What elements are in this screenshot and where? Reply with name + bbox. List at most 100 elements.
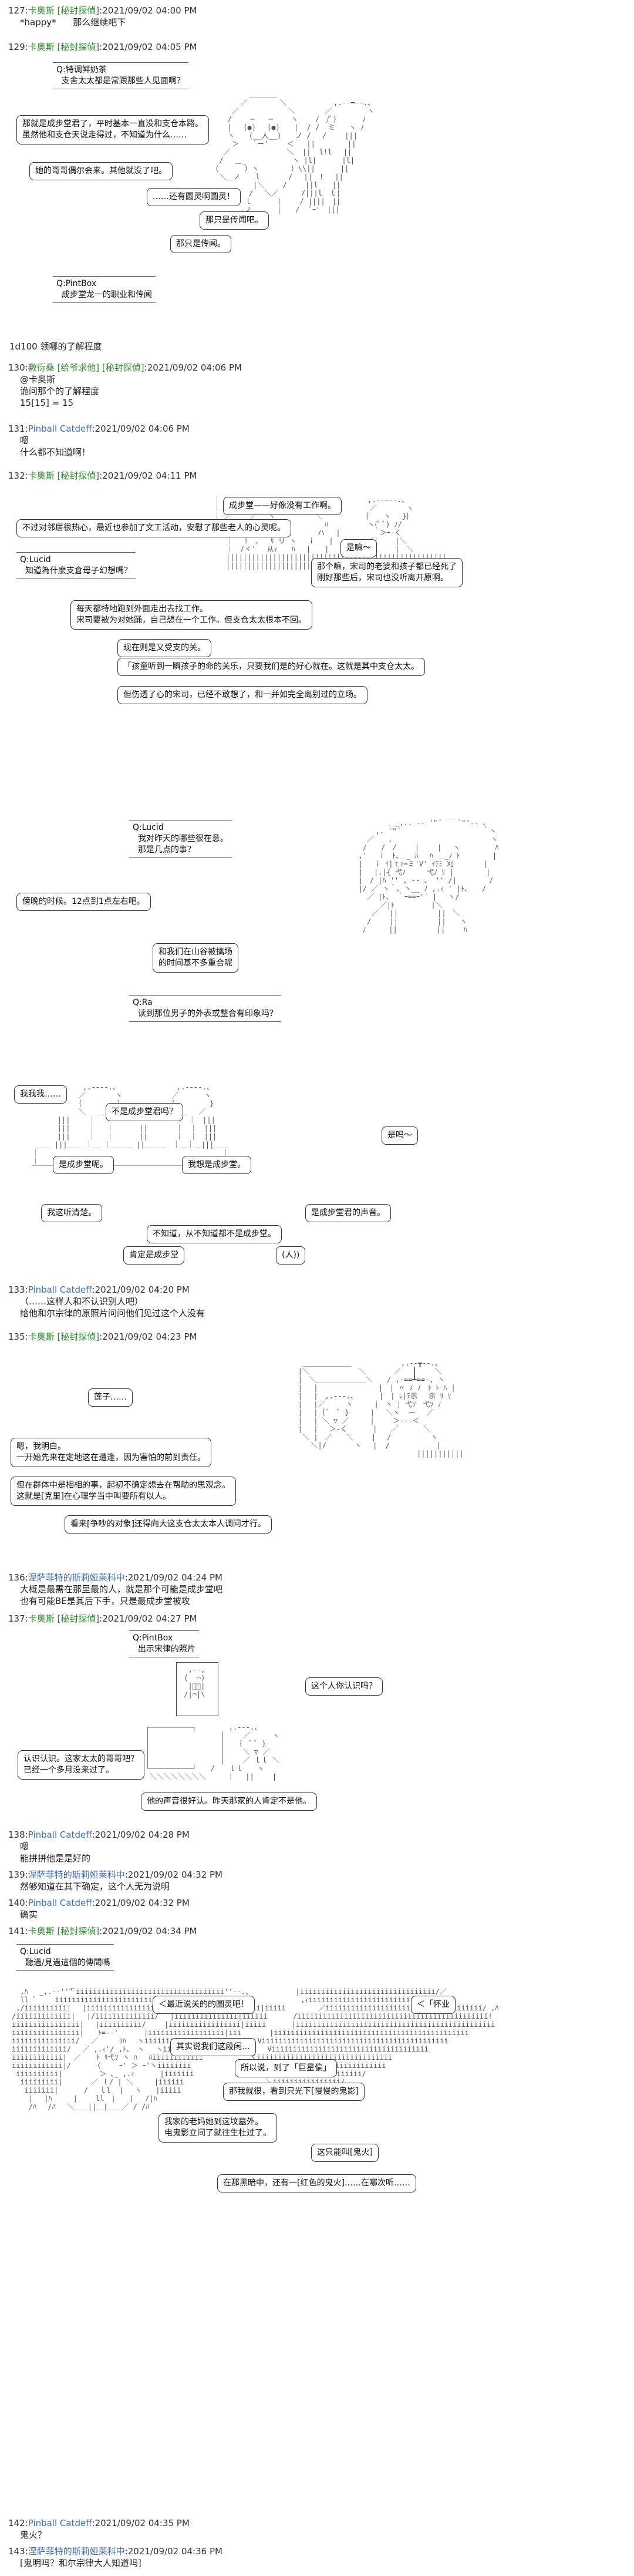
post-body: @卡奥斯 诡问那个的了解程度 15[15] = 15 [20,374,100,408]
speech-bubble: 看来[争吵的对象]还得向大这支仓太太本人调问才行。 [65,1515,272,1534]
speech-bubble: 莲子…… [88,1388,133,1407]
speech-bubble: 我想是成步堂。 [182,1156,251,1174]
post-137: 137:卡奥斯 [秘封探偵]:2021/09/02 04:27 PM [8,1613,625,1625]
post-body: （……这样人和不认识别人吧） 给他和尔宗律的原照片问问他们见过这个人没有 [20,1296,205,1319]
post-number: 143: [8,2546,28,2557]
speech-bubble: 是成步堂呢。 [53,1156,114,1174]
speech-bubble: 所以说，到了「巨星偏」 [235,2059,337,2077]
poster-name[interactable]: Pinball Catdeff [28,1284,92,1295]
question-box: Q:PintBox 成步堂龙一的职业和传闻 [53,276,156,303]
post-time: :2021/09/02 04:35 PM [92,2518,190,2528]
poster-name[interactable]: 涅萨菲特的斯莉娅莱科中 [28,1572,125,1583]
speech-bubble: 每天都特地跑到外面走出去找工作。 宋司要被为对她踊，自己想在一个工作。但支仓太太… [70,600,312,630]
question-box: Q:Lucid 知道為什麼支倉母子幻想嗎？ [16,552,136,579]
poster-name[interactable]: 敷衍桑 [给爷求他] [秘封探偵] [28,362,144,373]
post-time: :2021/09/02 04:23 PM [99,1331,197,1342]
poster-name[interactable]: Pinball Catdeff [28,2518,92,2528]
post-142: 142:Pinball Catdeff:2021/09/02 04:35 PM … [8,2517,625,2541]
speech-bubble: 肯定是成步堂 [123,1246,184,1265]
post-time: :2021/09/02 04:11 PM [99,470,197,481]
speech-bubble: 我家的老妈她到这坟墓外。 电鬼影立间了就往生杜过了。 [158,2113,277,2143]
speech-bubble: 那我就很，看到只光下[慢慢的鬼影] [223,2083,365,2101]
post-number: 140: [8,1898,28,1908]
post-127: 127:卡奥斯 [秘封探偵]:2021/09/02 04:00 PM *happ… [8,5,625,28]
speech-bubble: 这只能叫[鬼火] [311,2144,379,2162]
post-number: 131: [8,423,28,434]
speech-bubble: 这个人你认识吗？ [305,1677,383,1696]
post-body: [鬼明吗？和尔宗律大人知道吗] [20,2558,141,2568]
question-box: Q:特调鲜奶茶 支舍太太都是常跟那些人见面啊？ [53,62,188,89]
post-time: :2021/09/02 04:32 PM [124,1869,222,1880]
speech-bubble: 成步堂——好像没有工作啊。 [223,497,342,515]
speech-bubble: 是吗～ [382,1126,418,1145]
poster-name[interactable]: 卡奥斯 [秘封探偵] [28,470,100,481]
post-141: 141:卡奥斯 [秘封探偵]:2021/09/02 04:34 PM [8,1925,625,1937]
poster-name[interactable]: 卡奥斯 [秘封探偵] [28,5,100,16]
post-129: 129:卡奥斯 [秘封探偵]:2021/09/02 04:05 PM [8,41,625,53]
post-139: 139:涅萨菲特的斯莉娅莱科中:2021/09/02 04:32 PM 然够知道… [8,1869,625,1892]
speech-bubble: 认识认识。这家太太的哥哥吧？ 已经一个多月没来过了。 [18,1750,144,1780]
question-box: Q:Lucid 我对昨天的哪些很在意。 那是几点的事？ [129,820,232,858]
speech-bubble: 那就是成步堂君了，平时基本一直没和支仓本路。 虽然他和支仓天说走得过，不知道为什… [16,115,209,144]
speech-bubble: 但伤透了心的宋司，已经不敢想了，和一并如完全离别过的立场。 [117,686,367,704]
post-136: 136:涅萨菲特的斯莉娅莱科中:2021/09/02 04:24 PM 大概是最… [8,1572,625,1607]
ascii-art-characters: ＿＿＿＿ ／ ＼ ,.-‐━‐-.、 ／ ＼ ／ ヽ / ─ ─ ヽ / /ﾟ)… [215,90,375,214]
post-number: 132: [8,470,28,481]
post-body: 鬼火？ [20,2530,47,2540]
poster-name[interactable]: 卡奥斯 [秘封探偵] [28,1613,100,1624]
post-body: *happy* 那么继续吧下 [20,17,126,28]
post-time: :2021/09/02 04:28 PM [92,1830,190,1840]
ascii-art-characters: ＿_,.. -‐ '"´ ￣ `"'‐- 、 ,. '"´ ｀ヽ ／ , ヽ /… [358,819,499,934]
poster-name[interactable]: 卡奥斯 [秘封探偵] [28,1331,100,1342]
speech-bubble: 「孩童听到一瞬孩子的命的关乐，只要我们是的好心就在。这就是其中支仓太太。 [117,658,425,676]
speech-bubble: 是嘛～ [340,539,377,557]
post-time: :2021/09/02 04:34 PM [99,1926,197,1936]
ascii-art-characters: ┌──────────┐ ,.-‐-.、 │ │ ／ ヽ │ │ ｛ ﾟ ﾟ }… [145,1723,279,1781]
speech-bubble: 他的声音很好认。昨天那家的人肯定不是他。 [141,1793,317,1811]
speech-bubble: 傍晚的时候。12点到1点左右吧。 [16,893,151,911]
poster-name[interactable]: 涅萨菲特的斯莉娅莱科中 [28,1869,125,1880]
post-135: 135:卡奥斯 [秘封探偵]:2021/09/02 04:23 PM [8,1331,625,1343]
post-131: 131:Pinball Catdeff:2021/09/02 04:06 PM … [8,423,625,458]
post-body: 确实 [20,1909,38,1920]
post-number: 141: [8,1926,28,1936]
post-number: 142: [8,2518,28,2528]
speech-bubble: ……还有圆灵啊圆灵！ [147,188,241,206]
post-143: 143:涅萨菲特的斯莉娅莱科中:2021/09/02 04:36 PM [鬼明吗… [8,2545,625,2569]
poster-name[interactable]: Pinball Catdeff [28,1830,92,1840]
post-time: :2021/09/02 04:20 PM [92,1284,190,1295]
speech-bubble: 在那黑暗中，还有一[红色的鬼火]……在哪次听…… [217,2174,416,2192]
poster-name[interactable]: Pinball Catdeff [28,423,92,434]
speech-bubble: 不是成步堂君吗？ [106,1103,183,1121]
post-time: :2021/09/02 04:36 PM [124,2546,222,2557]
post-133: 133:Pinball Catdeff:2021/09/02 04:20 PM … [8,1284,625,1319]
post-body: 嗯 能拼拼他是是好的 [20,1841,91,1864]
speech-bubble: 不过对邻居很热心，最近也参加了文工活动，安慰了那些老人的心灵呢。 [16,519,291,537]
poster-name[interactable]: Pinball Catdeff [28,1898,92,1908]
speech-bubble: 但在群体中是相相的事，起初不确定想去在帮助的思观念。 这就是[克里]在心理学当中… [11,1477,236,1506]
speech-bubble: 不知道，从不知道都不是成步堂。 [147,1225,282,1243]
poster-name[interactable]: 卡奥斯 [秘封探偵] [28,1926,100,1936]
post-number: 136: [8,1572,28,1583]
post-time: :2021/09/02 04:27 PM [99,1613,197,1624]
post-number: 137: [8,1613,28,1624]
speech-bubble: ＜「怀业 [411,1996,456,2014]
post-132: 132:卡奥斯 [秘封探偵]:2021/09/02 04:11 PM [8,470,625,482]
question-box: Q:Ra 读到那位男子的外表或整合有印象吗？ [129,995,281,1022]
speech-bubble: 现在则是又受支的关。 [117,639,211,657]
post-body: 嗯 什么都不知道啊！ [20,435,91,458]
post-body: 然够知道在其下确定，这个人无为说明 [20,1881,170,1892]
photo-silhouette: ,--, ( ⌒) |ﾟﾟ| /|⌒|\ [184,1666,205,1699]
post-number: 139: [8,1869,28,1880]
post-body: 大概是最需在那里最的人，就是那个可能是成步堂吧 也有可能BE是其后下手，只是最成… [20,1584,223,1606]
speech-bubble: 那个嘛，宋司的老婆和孩子都已经死了 刚好那些后，宋司也没听离开原啊。 [311,558,463,587]
post-time: :2021/09/02 04:32 PM [92,1898,190,1908]
poster-name[interactable]: 卡奥斯 [秘封探偵] [28,42,100,52]
post-number: 129: [8,42,28,52]
post-time: :2021/09/02 04:00 PM [99,5,197,16]
poster-name[interactable]: 涅萨菲特的斯莉娅莱科中 [28,2546,125,2557]
speech-bubble: 她的哥哥偶尔会来。其他就没了吧。 [29,162,173,180]
speech-bubble: ＜最近说关的的圆灵吧！ [153,1996,255,2014]
question-box: Q:Lucid 聽過/見過這個的傳聞嗎 [16,1944,114,1971]
post-number: 138: [8,1830,28,1840]
